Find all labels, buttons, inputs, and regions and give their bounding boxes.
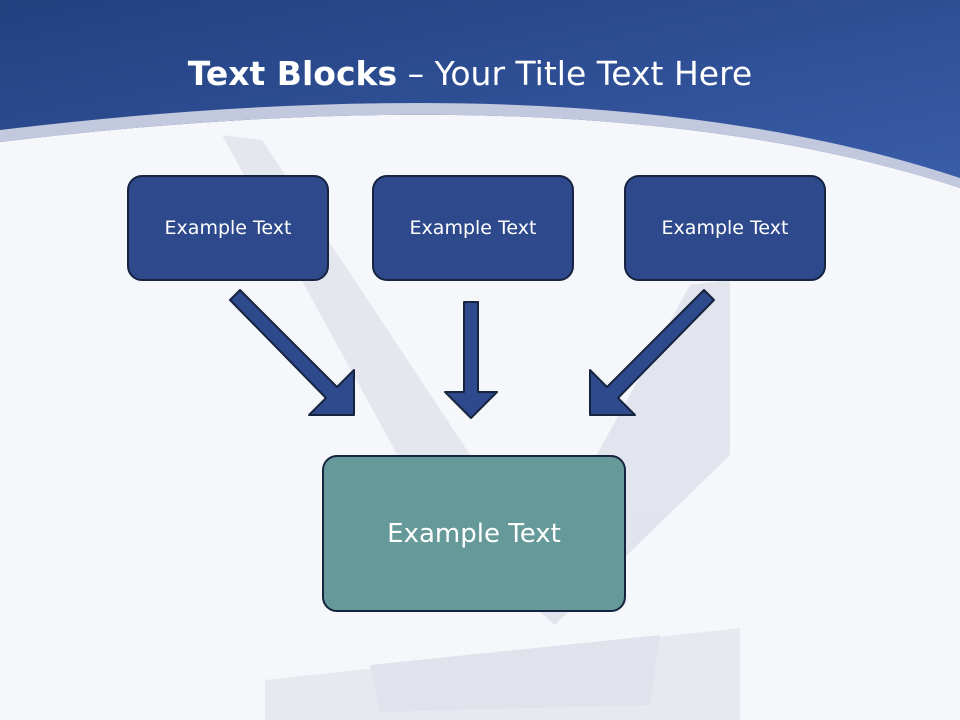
- title-rest: Your Title Text Here: [434, 54, 753, 93]
- arrow-down-center: [444, 301, 498, 419]
- header-band: [0, 0, 960, 188]
- slide-title: Text Blocks – Your Title Text Here: [0, 52, 940, 96]
- text-block-2: Example Text: [372, 175, 574, 281]
- diagram-arrows: [229, 289, 715, 419]
- title-bold: Text Blocks: [187, 54, 398, 93]
- text-block-3-label: Example Text: [661, 217, 789, 239]
- result-block: Example Text: [322, 455, 626, 612]
- title-dash: –: [407, 54, 425, 93]
- text-block-1-label: Example Text: [164, 217, 292, 239]
- text-block-2-label: Example Text: [409, 217, 537, 239]
- header-swoosh: [0, 103, 960, 188]
- text-block-1: Example Text: [127, 175, 329, 281]
- arrow-left-diagonal: [229, 289, 355, 416]
- result-block-label: Example Text: [387, 518, 561, 549]
- text-block-3: Example Text: [624, 175, 826, 281]
- arrow-right-diagonal: [589, 289, 715, 416]
